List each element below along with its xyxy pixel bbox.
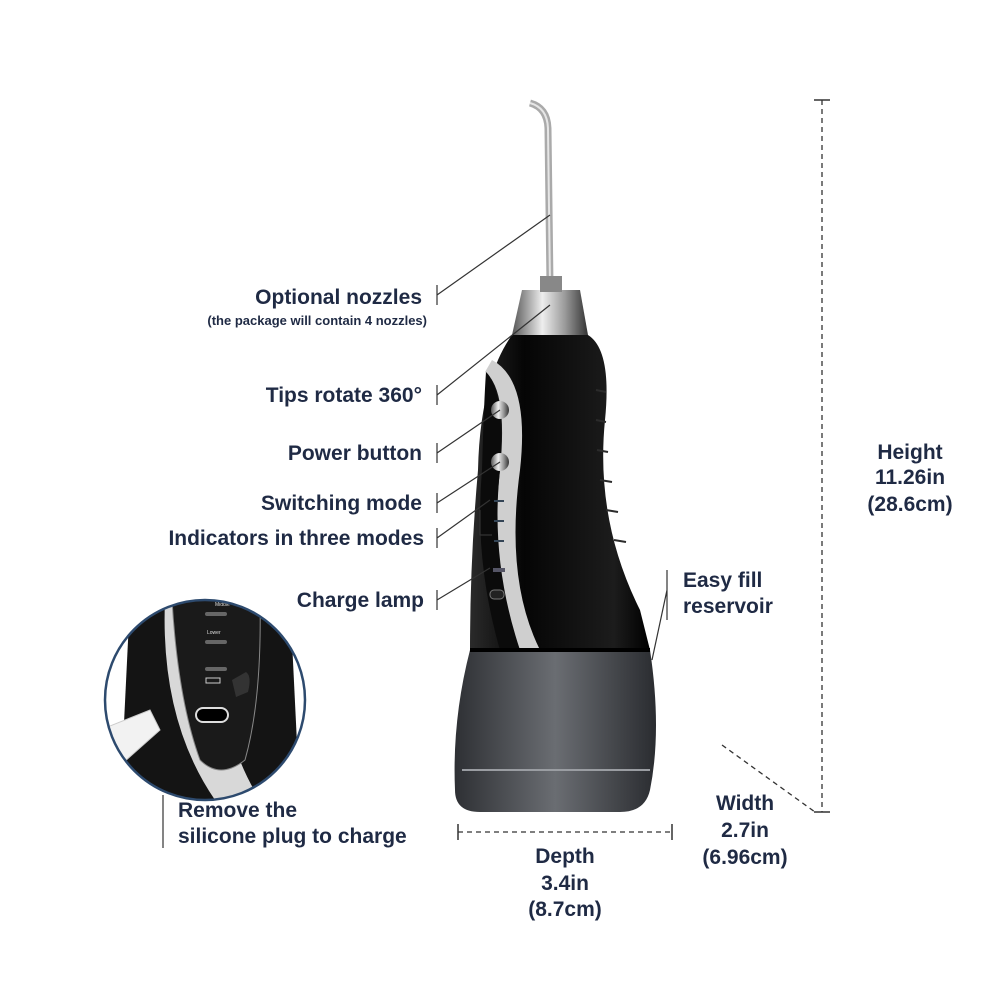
width-imperial: 2.7in bbox=[721, 819, 769, 842]
depth-label: Depth bbox=[535, 845, 595, 868]
nozzle-collar bbox=[512, 290, 588, 335]
callout-remove-plug-line2: silicone plug to charge bbox=[178, 825, 407, 848]
callout-charge-lamp: Charge lamp bbox=[296, 589, 424, 612]
inset-label-lower: Lower bbox=[207, 630, 221, 636]
nozzle bbox=[528, 99, 554, 286]
depth-metric: (8.7cm) bbox=[528, 898, 602, 921]
height-imperial: 11.26in bbox=[874, 466, 946, 489]
inset-ring bbox=[103, 598, 307, 802]
inset-label-middle: Middle bbox=[215, 602, 230, 608]
callout-optional-nozzles: Optional nozzles bbox=[255, 286, 422, 309]
height-metric: (28.6cm) bbox=[867, 493, 953, 516]
callout-indicators: Indicators in three modes bbox=[168, 527, 424, 550]
callout-power-button: Power button bbox=[287, 442, 422, 465]
callout-easy-fill-line1: Easy fill bbox=[683, 569, 763, 592]
height-label: Height bbox=[877, 441, 943, 464]
width-label: Width bbox=[715, 792, 775, 815]
depth-imperial: 3.4in bbox=[541, 872, 589, 895]
width-dimension-line bbox=[721, 744, 816, 813]
callout-nozzles-note: (the package will contain 4 nozzles) bbox=[207, 313, 427, 328]
callout-remove-plug-line1: Remove the bbox=[178, 799, 298, 822]
callout-switching-mode: Switching mode bbox=[260, 492, 422, 515]
charge-port-inset bbox=[105, 600, 305, 800]
width-metric: (6.96cm) bbox=[702, 846, 788, 869]
reservoir bbox=[454, 650, 656, 812]
callout-tips-rotate: Tips rotate 360° bbox=[265, 384, 422, 407]
callout-easy-fill-line2: reservoir bbox=[683, 595, 773, 618]
